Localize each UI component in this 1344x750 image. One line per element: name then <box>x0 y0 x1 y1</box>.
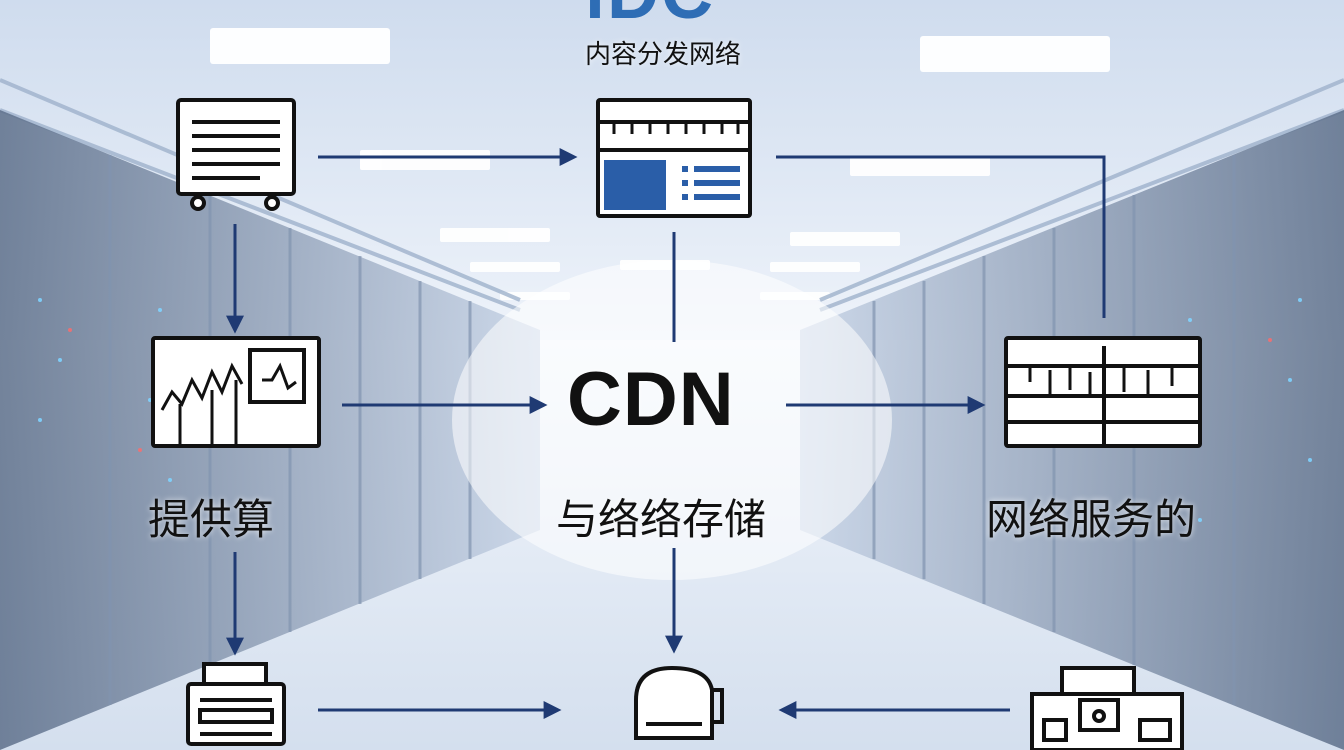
right-node-label: 网络服务的 <box>986 495 1197 544</box>
printer-icon <box>186 662 286 746</box>
diagram-subtitle: 内容分发网络 <box>585 40 742 70</box>
line-server-to-network-rack <box>776 155 1106 318</box>
network-switch-icon <box>1030 666 1184 750</box>
document-printer-icon <box>176 98 296 211</box>
storage-bucket-icon <box>634 665 724 740</box>
cdn-label: CDN <box>567 357 735 442</box>
server-rack-icon <box>596 98 752 218</box>
chart-monitor-icon <box>151 336 321 448</box>
center-node-label: 与络络存储 <box>556 495 767 544</box>
network-rack-icon <box>1004 336 1202 448</box>
logo-text: iDC <box>585 0 715 30</box>
left-node-label: 提供算 <box>148 495 275 544</box>
